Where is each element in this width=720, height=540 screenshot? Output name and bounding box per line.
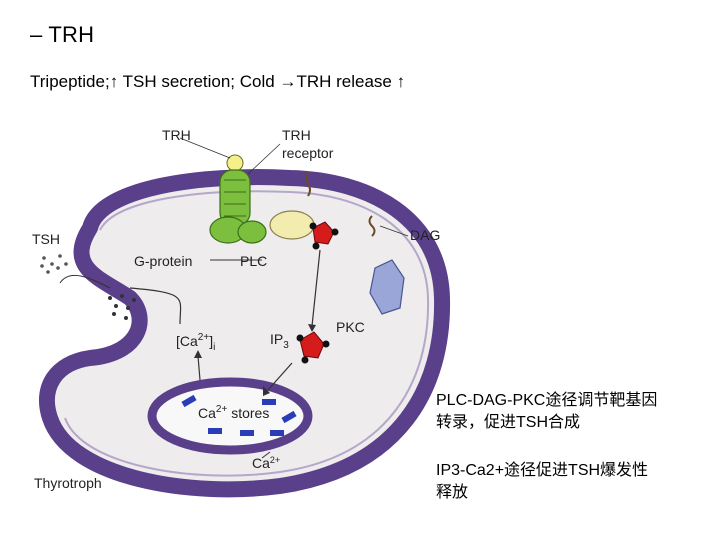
note-ca-pathway: IP3-Ca2+途径促进TSH爆发性 释放 bbox=[436, 460, 706, 504]
arrow-stores-to-cytosolic-ca bbox=[197, 355, 201, 381]
note-pkc-line-2: 转录，促进TSH合成 bbox=[436, 414, 581, 431]
trh-signaling-diagram: TRH TRH receptor TSH G-protein PLC DAG P… bbox=[30, 118, 460, 500]
label-ca-release: Ca2+ bbox=[252, 455, 280, 471]
dag-lipid-icon bbox=[305, 171, 311, 197]
label-plc: PLC bbox=[240, 253, 267, 269]
arrow-ca-to-secretion bbox=[129, 287, 182, 325]
label-thyrotroph: Thyrotroph bbox=[34, 475, 102, 491]
tsh-vesicles-icon bbox=[108, 294, 136, 320]
label-trh-receptor-2: receptor bbox=[282, 145, 334, 161]
ip3-molecule-icon bbox=[309, 221, 339, 250]
label-pkc: PKC bbox=[336, 319, 365, 335]
subtitle-part-1: Tripeptide;↑ TSH secretion; Cold bbox=[30, 72, 280, 91]
arrow-ip3-to-stores bbox=[267, 362, 293, 391]
inner-membrane-line bbox=[64, 190, 430, 477]
right-arrow-icon: → bbox=[279, 72, 297, 91]
slide-subtitle: Tripeptide;↑ TSH secretion; Cold →TRH re… bbox=[30, 72, 405, 92]
pkc-enzyme-icon bbox=[369, 259, 405, 315]
leader-line bbox=[247, 143, 281, 175]
arrow-plc-to-ip3 bbox=[311, 249, 321, 327]
slide-title: – TRH bbox=[30, 22, 95, 47]
label-tsh: TSH bbox=[32, 231, 60, 247]
plc-enzyme-icon bbox=[269, 210, 315, 240]
label-trh: TRH bbox=[162, 127, 191, 143]
note-pkc-line-1: PLC-DAG-PKC途径调节靶基因 bbox=[436, 392, 658, 409]
note-pkc-pathway: PLC-DAG-PKC途径调节靶基因 转录，促进TSH合成 bbox=[436, 390, 706, 434]
subtitle-part-2: TRH release ↑ bbox=[296, 72, 406, 91]
label-ca-stores: Ca2+ stores bbox=[198, 404, 269, 421]
label-ip3: IP3 bbox=[270, 331, 289, 351]
leader-line bbox=[379, 225, 409, 237]
dag-lipid-icon bbox=[368, 215, 376, 237]
secreted-tsh-icon bbox=[40, 254, 68, 274]
ca-store-dashes bbox=[181, 394, 297, 436]
note-ca-line-2: 释放 bbox=[436, 484, 469, 501]
arrow-head-icon bbox=[308, 324, 316, 332]
arrow-head-icon bbox=[194, 350, 202, 358]
arrow-secretion bbox=[59, 274, 111, 289]
note-ca-line-1: IP3-Ca2+途径促进TSH爆发性 bbox=[436, 462, 649, 479]
arrow-ca-release bbox=[261, 451, 271, 459]
cell-membrane bbox=[38, 169, 451, 498]
trh-receptor-icon bbox=[209, 169, 267, 244]
label-cytosolic-ca: [Ca2+]i bbox=[176, 332, 215, 353]
label-trh-receptor-1: TRH bbox=[282, 127, 311, 143]
label-g-protein: G-protein bbox=[134, 253, 192, 269]
label-dag: DAG bbox=[410, 227, 440, 243]
ip3-molecule-icon bbox=[296, 331, 330, 364]
arrow-head-icon bbox=[263, 386, 270, 396]
leader-line bbox=[179, 137, 231, 159]
